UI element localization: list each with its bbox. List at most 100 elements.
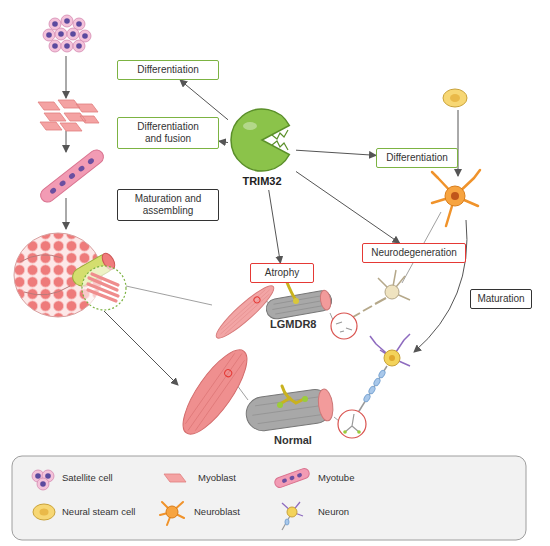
node-text: Differentiation <box>381 152 453 164</box>
pathology-box: Neurodegeneration <box>362 243 466 263</box>
neuromuscular-junction <box>244 387 334 433</box>
neuromuscular-junction <box>280 386 304 404</box>
neuroblast <box>445 186 465 206</box>
satellite-cells <box>73 40 85 52</box>
degenerating-neuron <box>331 270 410 339</box>
legend-text: Myoblast <box>198 472 236 483</box>
process-box: Differentiation <box>117 60 219 80</box>
normal-muscle <box>223 368 233 378</box>
legend-icon <box>40 509 49 516</box>
neuromuscular-junction <box>293 298 299 304</box>
process-box: Differentiation <box>376 148 458 168</box>
legend-text: Neural steam cell <box>62 506 135 517</box>
neuromuscular-junction <box>265 289 333 320</box>
legend-entry: Neural steam cell <box>62 506 135 518</box>
neural-stem-cell <box>443 89 467 107</box>
legend-entry: Myotube <box>318 472 354 484</box>
mature-neuron <box>343 430 347 434</box>
mature-neuron <box>368 385 376 394</box>
process-box: Maturation and assembling <box>117 189 219 221</box>
arrow-connector <box>269 190 281 263</box>
magnified-fibers <box>82 266 126 310</box>
node-text: TRIM32 <box>228 174 296 188</box>
myotube <box>77 165 85 173</box>
normal-muscle <box>172 341 257 442</box>
legend-panel <box>12 456 526 540</box>
arrow-connector <box>219 141 228 142</box>
mature-neuron <box>345 414 359 432</box>
legend-text: Satellite cell <box>62 472 113 483</box>
legend-icon <box>273 467 310 489</box>
node-text: Neurodegeneration <box>367 247 461 259</box>
legend-entry: Myoblast <box>198 472 236 484</box>
myotube <box>68 172 76 180</box>
legend-icon <box>273 467 310 489</box>
process-arrow <box>104 311 178 385</box>
normal-muscle <box>172 341 257 442</box>
magnified-fibers <box>88 274 118 301</box>
mature-neuron <box>373 377 381 386</box>
leader-line <box>126 286 212 305</box>
satellite-cells <box>61 15 73 27</box>
legend-text: Neuroblast <box>194 506 240 517</box>
mature-neuron <box>357 430 361 434</box>
neuromuscular-junction <box>272 296 325 315</box>
neuroblast <box>432 170 480 226</box>
node-text: Atrophy <box>255 267 309 279</box>
node-text: Differentiation and fusion <box>132 121 204 145</box>
normal-muscle <box>183 350 247 434</box>
satellite-cells <box>43 29 55 41</box>
arrow-connector <box>180 80 228 120</box>
neuromuscular-junction <box>286 280 296 300</box>
legend-panel <box>12 456 526 540</box>
degenerating-neuron <box>378 270 410 300</box>
satellite-cells <box>67 28 79 40</box>
node-text: Differentiation <box>122 64 214 76</box>
legend-icon <box>164 474 186 482</box>
process-box: Maturation <box>470 289 532 309</box>
process-arrow <box>414 220 467 352</box>
neuromuscular-junction <box>302 396 308 402</box>
legend-icon <box>287 507 297 517</box>
neural-stem-cell <box>450 94 460 102</box>
satellite-cells <box>55 28 67 40</box>
legend-icon <box>296 473 302 478</box>
arrow-connector <box>296 171 400 243</box>
protein-shape <box>231 109 289 171</box>
myotube <box>38 147 107 205</box>
myotube <box>38 147 107 205</box>
node-text: Maturation <box>475 293 527 305</box>
process-arrow <box>66 198 67 229</box>
legend-entry: Satellite cell <box>62 472 113 484</box>
neuromuscular-junction <box>265 280 333 320</box>
legend-entry: Neuron <box>318 506 349 518</box>
degenerating-neuron <box>385 285 399 299</box>
legend-icon <box>281 478 287 483</box>
mature-neuron <box>363 393 371 402</box>
arrow-connector <box>296 150 376 155</box>
neuroblast <box>451 192 459 200</box>
magnified-fibers <box>82 266 126 310</box>
satellite-cells <box>61 40 73 52</box>
mature-neuron <box>338 334 410 438</box>
mature-neuron <box>378 369 386 378</box>
node-text: Maturation and assembling <box>132 193 204 217</box>
legend-icon <box>166 506 178 518</box>
myoblasts <box>38 100 99 131</box>
legend-text: Myotube <box>318 472 354 483</box>
legend-text: Neuron <box>318 506 349 517</box>
protein-shape <box>272 130 288 150</box>
neuromuscular-junction <box>319 289 332 310</box>
degenerating-neuron <box>353 298 386 317</box>
legend-icon <box>282 502 303 516</box>
myotube <box>58 179 66 187</box>
protein-icon: TRIM32 <box>228 106 296 190</box>
mature-neuron <box>389 355 395 361</box>
legend-icon <box>33 504 55 520</box>
myoblasts <box>38 100 99 131</box>
pathology-box: Atrophy <box>250 263 314 283</box>
process-arrow <box>66 56 467 385</box>
atrophic-muscle <box>218 288 271 337</box>
